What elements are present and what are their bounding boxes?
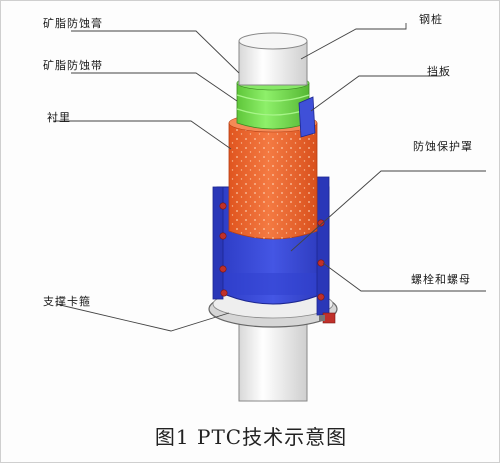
gusset-plate — [298, 96, 316, 138]
bolt — [317, 259, 325, 267]
label-bolts-nuts: 螺栓和螺母 — [411, 273, 471, 286]
leader-support-bracket — [55, 303, 230, 332]
bolt — [219, 202, 227, 210]
bolt — [219, 232, 227, 240]
leader-protective-cover — [290, 170, 486, 252]
leader-gusset — [310, 75, 441, 112]
steel-pile-lower — [238, 322, 308, 402]
cover-lower-band — [217, 273, 329, 295]
leader-grease-tape — [71, 72, 238, 102]
leader-bolts — [322, 262, 486, 292]
leader-liner — [53, 120, 232, 150]
bolt — [219, 265, 227, 273]
label-grease-tape: 矿脂防蚀带 — [43, 59, 103, 72]
label-gusset: 挡板 — [427, 65, 451, 78]
label-steel-pile: 钢桩 — [419, 13, 443, 26]
leader-lines — [53, 23, 486, 332]
leader-grease-seal — [71, 30, 240, 74]
leader-steel-pile — [300, 23, 407, 60]
label-support-bracket: 支撑卡箍 — [43, 295, 91, 308]
label-liner: 衬里 — [47, 111, 71, 124]
label-grease-seal: 矿脂防蚀膏 — [43, 17, 103, 30]
figure-caption: 图1 PTC技术示意图 — [154, 425, 348, 449]
bolt — [317, 219, 325, 227]
pile-top — [238, 32, 308, 50]
bolt — [317, 293, 325, 301]
bolt — [220, 289, 228, 297]
label-protective-cover: 防蚀保护罩 — [413, 140, 473, 153]
bolts — [219, 202, 325, 301]
cover-flange-left — [212, 186, 224, 300]
